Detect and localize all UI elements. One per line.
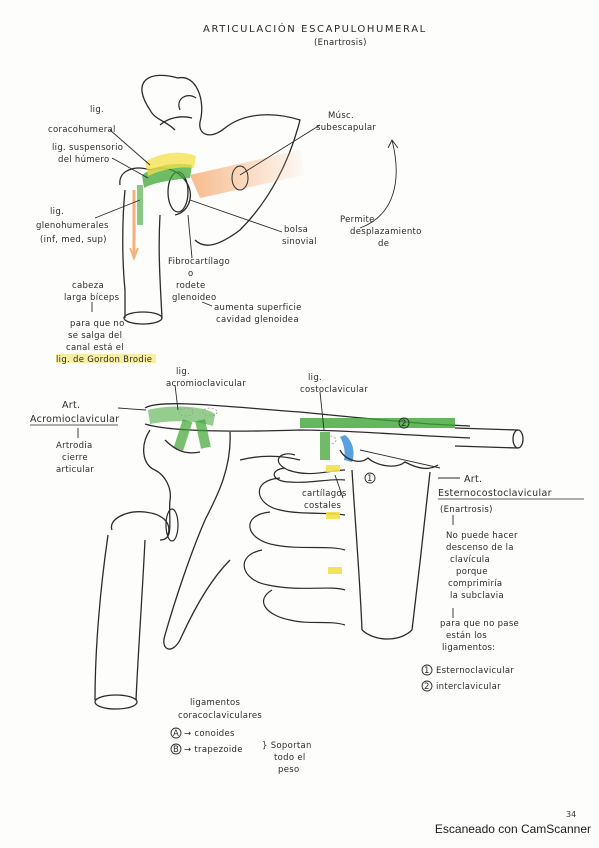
label-lig-cc-2: coracoclaviculares	[178, 711, 262, 721]
page-subtitle: (Enartrosis)	[314, 38, 367, 48]
bottom-leader-lines	[77, 384, 460, 618]
label-lig2: interclavicular	[436, 682, 501, 692]
subscapular-end	[231, 165, 249, 191]
label-fibrocartilago-4: glenoideo	[172, 293, 216, 303]
label-para-1: para que no	[70, 319, 125, 329]
label-no-puede-3: clavícula	[450, 555, 490, 565]
label-no-puede-1: No puede hacer	[446, 531, 518, 541]
label-musc-subescapular-1: Músc.	[328, 111, 354, 121]
ligament-markers	[364, 417, 410, 484]
label-cc-b: → trapezoide	[184, 745, 243, 755]
interclavicular-ligament	[300, 418, 455, 428]
label-lig-acromioclavicular-2: acromioclavicular	[166, 379, 246, 389]
top-leader-lines	[91, 124, 399, 312]
lig1-number: 1	[424, 666, 430, 676]
label-art-esterno-3: (Enartrosis)	[440, 505, 493, 515]
label-lig-glenohumerales-3: (inf, med, sup)	[40, 235, 107, 245]
label-cabeza-2: larga bíceps	[64, 293, 120, 303]
label-cartilagos-1: cartílagos	[302, 489, 347, 499]
label-permite-1: Permite	[340, 215, 375, 225]
label-permite-3: de	[378, 239, 389, 249]
glenoid-bottom	[165, 508, 179, 542]
coracoid-process	[178, 95, 197, 111]
cc-b-circle	[170, 743, 182, 755]
costal-cartilages	[326, 465, 342, 574]
label-soportan-2: todo el	[274, 753, 306, 763]
scapula-outline	[141, 74, 301, 246]
suspensory-ligament	[145, 152, 196, 176]
label-lig-acromioclavicular-1: lig.	[176, 367, 190, 377]
label-lig-coracohumeral-1: lig.	[90, 105, 104, 115]
label-lig-glenohumerales-2: glenohumerales	[36, 221, 109, 231]
label-lig-cc-1: ligamentos	[190, 698, 240, 708]
label-fibrocartilago-1: Fibrocartílago	[168, 257, 230, 267]
label-para-4: lig. de Gordon Brodie	[56, 355, 152, 365]
label-lig-glenohumerales-1: lig.	[50, 207, 64, 217]
label-lig-suspensorio-1: lig. suspensorio	[52, 143, 123, 153]
label-no-puede-5: comprimiría	[448, 579, 502, 589]
label-musc-subescapular-2: subescapular	[316, 123, 376, 133]
label-permite-2: desplazamiento	[350, 227, 422, 237]
clavicle-end	[454, 427, 524, 449]
label-lig-costoclavicular-1: lig.	[308, 373, 322, 383]
label-art-acromio-1: Art.	[62, 400, 80, 411]
lig2-number: 2	[424, 682, 430, 692]
label-lig1: Esternoclavicular	[436, 666, 514, 676]
label-para-que-2: están los	[446, 631, 487, 641]
label-no-puede-4: porque	[456, 567, 488, 577]
label-aumenta-2: cavidad glenoidea	[216, 315, 299, 325]
gordon-brodie-highlight	[56, 354, 156, 363]
page-number: 34	[566, 810, 577, 819]
marker-2-label: 2	[401, 419, 407, 429]
cc-a-number: A	[173, 729, 179, 739]
acromion-marks	[178, 407, 337, 445]
label-art-esterno-2: Esternocostoclavicular	[438, 488, 552, 499]
label-artrodia-3: articular	[56, 465, 94, 475]
label-no-puede-6: la subclavia	[450, 591, 504, 601]
biceps-arrow	[129, 247, 139, 261]
glenohumeral-ligament	[137, 185, 143, 225]
camscanner-footer: Escaneado con CamScanner	[434, 822, 591, 836]
page-title: ARTICULACIÓN ESCAPULOHUMERAL	[203, 22, 427, 35]
lig1-circle	[421, 664, 433, 676]
label-fibrocartilago-3: rodete	[176, 281, 206, 291]
label-lig-costoclavicular-2: costoclavicular	[300, 385, 368, 395]
label-artrodia-2: cierre	[62, 453, 88, 463]
sternoclavicular-disc	[340, 435, 354, 462]
label-para-que-3: ligamentos:	[442, 643, 495, 653]
label-cartilagos-2: costales	[304, 501, 342, 511]
label-aumenta-1: aumenta superficie	[214, 303, 302, 313]
label-soportan-3: peso	[278, 765, 299, 775]
label-cc-a: → conoides	[184, 729, 235, 739]
label-artrodia-1: Artrodia	[56, 441, 93, 451]
label-lig-suspensorio-2: del húmero	[58, 155, 109, 165]
label-para-2: se salga del	[68, 331, 122, 341]
cc-a-circle	[170, 727, 182, 739]
label-para-3: canal está el	[66, 343, 124, 353]
trapezoid-ligament	[195, 419, 211, 449]
sternum	[339, 449, 439, 640]
conoid-ligament	[173, 419, 193, 451]
lig2-circle	[421, 680, 433, 692]
label-lig-coracohumeral-2: coracohumeral	[48, 125, 116, 135]
label-no-puede-2: descenso de la	[446, 543, 514, 553]
label-soportan-1: } Soportan	[262, 741, 312, 751]
label-art-acromio-2: Acromioclavicular	[30, 414, 119, 425]
label-para-que-1: para que no pase	[440, 619, 519, 629]
label-cabeza-1: cabeza	[72, 281, 104, 291]
costoclavicular-ligament	[320, 432, 330, 460]
label-art-esterno-1: Art.	[464, 474, 482, 485]
humerus-bottom	[94, 511, 170, 710]
cc-b-number: B	[173, 745, 179, 755]
ribs	[243, 453, 346, 626]
label-bolsa-2: sinovial	[282, 237, 317, 247]
label-bolsa-1: bolsa	[284, 225, 308, 235]
marker-1-label: 1	[367, 474, 373, 484]
label-fibrocartilago-2: o	[188, 269, 194, 279]
scapula-body	[143, 429, 301, 650]
